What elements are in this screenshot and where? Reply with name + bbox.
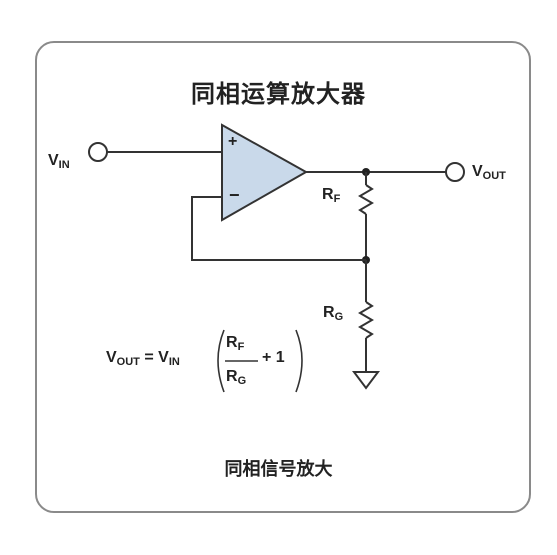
num-main: R	[226, 334, 238, 351]
eq-equals: =	[139, 349, 159, 366]
rf-label: RF	[322, 186, 341, 205]
non-inverting-input-sign: +	[228, 133, 238, 150]
vout-main: V	[472, 163, 483, 180]
eq-rhs-sub: IN	[168, 356, 180, 368]
diagram-title: 同相运算放大器	[191, 80, 366, 108]
rg-label: RG	[323, 304, 344, 323]
equation-right-paren	[295, 329, 303, 393]
vin-sub: IN	[58, 159, 70, 171]
den-sub: G	[237, 375, 247, 387]
vin-label: VIN	[48, 152, 70, 171]
inverting-input-sign: −	[229, 185, 240, 205]
eq-lhs-main: V	[106, 349, 117, 366]
vin-terminal	[88, 142, 108, 162]
fraction-denominator: RG	[226, 368, 247, 387]
rg-resistor	[358, 301, 374, 339]
vin-main: V	[48, 152, 59, 169]
vout-terminal	[445, 162, 465, 182]
diagram-caption: 同相信号放大	[224, 459, 333, 480]
den-main: R	[226, 368, 238, 385]
feedback-wire	[191, 196, 366, 261]
rf-sub: F	[333, 193, 341, 205]
ground-icon	[352, 371, 380, 390]
num-sub: F	[237, 341, 245, 353]
gain-equation: VOUT = VIN	[106, 349, 180, 368]
vout-label: VOUT	[472, 163, 506, 182]
vout-sub: OUT	[482, 170, 506, 182]
eq-rhs-main: V	[158, 349, 169, 366]
rf-main: R	[322, 186, 334, 203]
rf-resistor	[358, 184, 374, 215]
eq-lhs-sub: OUT	[116, 356, 140, 368]
rg-main: R	[323, 304, 335, 321]
op-amp-triangle	[221, 123, 309, 222]
equation-plus-one: + 1	[262, 349, 285, 366]
diagram-frame	[35, 41, 531, 513]
rg-sub: G	[334, 311, 344, 323]
fraction-numerator: RF	[226, 334, 245, 353]
equation-left-paren	[217, 329, 225, 393]
